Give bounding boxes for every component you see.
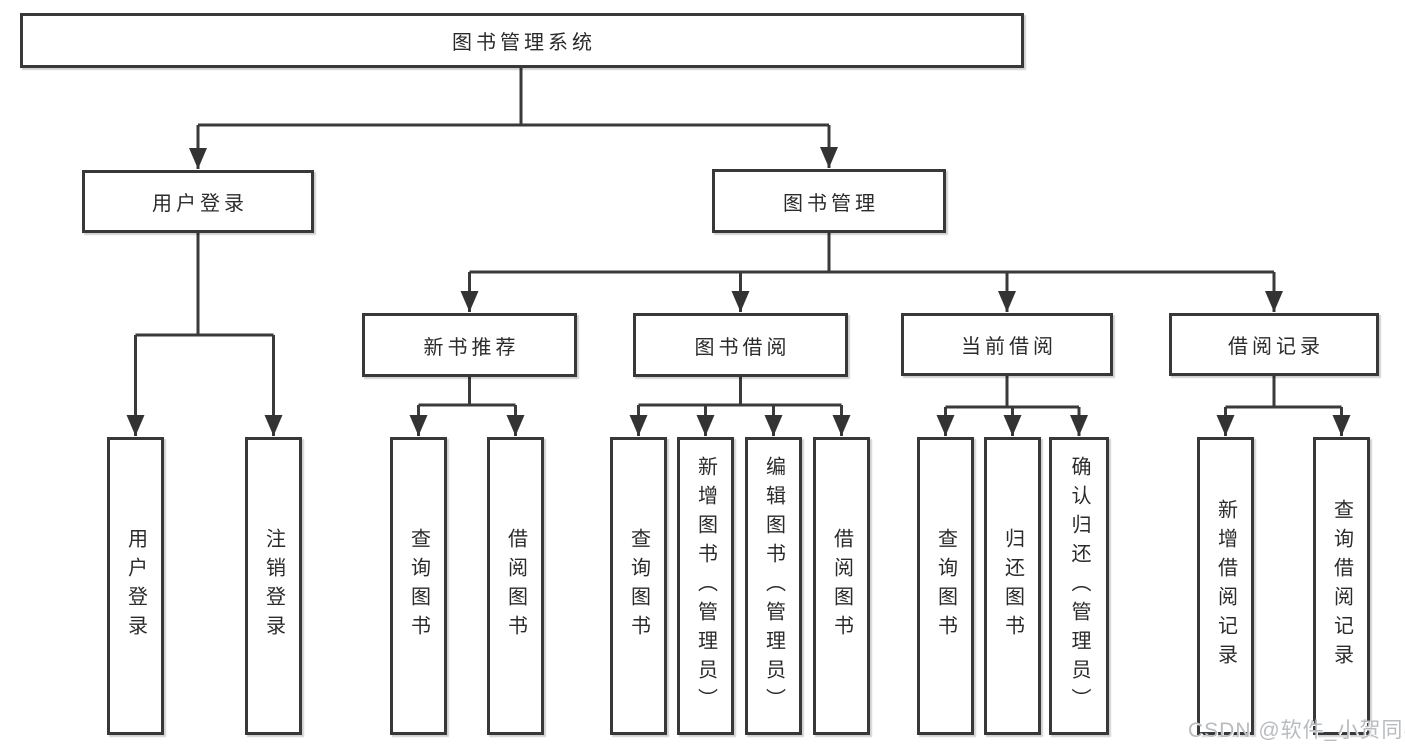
node-user-login: 用户登录 [82, 170, 314, 233]
connector-new-book-rec-branch [409, 377, 525, 436]
connector-root-to-level2 [189, 68, 838, 169]
leaf-user-login: 用户登录 [107, 437, 164, 735]
leaf-confirm-return-admin: 确认归还（管理员） [1049, 437, 1109, 735]
leaf-query-books: 查询图书 [390, 437, 447, 735]
csdn-watermark: CSDN @软件_小贺同学 [1188, 719, 1405, 742]
leaf-query-books: 查询图书 [610, 437, 667, 735]
leaf-add-borrow-record: 新增借阅记录 [1197, 437, 1254, 735]
leaf-label: 查询图书 [627, 528, 650, 644]
leaf-label: 借阅图书 [504, 528, 527, 644]
node-label: 图书管理系统 [452, 32, 596, 54]
node-book-borrowing: 图书借阅 [633, 313, 848, 377]
node-label: 当前借阅 [961, 336, 1057, 358]
node-label: 新书推荐 [423, 336, 520, 359]
leaf-label: 编辑图书（管理员） [762, 455, 785, 717]
node-label: 用户登录 [152, 193, 248, 215]
leaf-label: 用户登录 [124, 528, 147, 644]
leaf-label: 借阅图书 [830, 528, 853, 644]
node-label: 借阅记录 [1228, 336, 1324, 358]
leaf-label: 确认归还（管理员） [1068, 455, 1090, 717]
leaf-return-books: 归还图书 [984, 437, 1041, 735]
node-library-management-system: 图书管理系统 [20, 13, 1024, 68]
connector-book-borrow-branch [629, 377, 851, 436]
leaf-borrow-books: 借阅图书 [813, 437, 870, 735]
connector-user-login-branch [126, 233, 283, 436]
node-label: 图书管理 [783, 192, 879, 215]
node-book-management: 图书管理 [712, 169, 946, 233]
leaf-label: 注销登录 [262, 528, 285, 644]
connector-book-mgmt-branch [460, 233, 1283, 312]
leaf-query-borrow-record: 查询借阅记录 [1313, 437, 1370, 735]
leaf-query-books: 查询图书 [917, 437, 974, 735]
node-new-book-recommendation: 新书推荐 [362, 313, 577, 377]
leaf-borrow-books: 借阅图书 [487, 437, 544, 735]
leaf-edit-books-admin: 编辑图书（管理员） [745, 437, 802, 735]
leaf-label: 查询图书 [934, 528, 957, 644]
leaf-label: 查询图书 [407, 528, 430, 644]
connector-current-borrow-branch [936, 376, 1088, 436]
leaf-label: 查询借阅记录 [1330, 499, 1353, 673]
leaf-logout: 注销登录 [245, 437, 302, 735]
node-label: 图书借阅 [694, 336, 791, 359]
connector-borrow-record-branch [1216, 376, 1351, 436]
node-borrowing-records: 借阅记录 [1169, 313, 1379, 376]
leaf-label: 归还图书 [1001, 528, 1024, 644]
leaf-add-books-admin: 新增图书（管理员） [677, 437, 734, 735]
leaf-label: 新增图书（管理员） [694, 455, 717, 717]
leaf-label: 新增借阅记录 [1214, 499, 1237, 673]
node-current-borrowing: 当前借阅 [901, 313, 1113, 376]
